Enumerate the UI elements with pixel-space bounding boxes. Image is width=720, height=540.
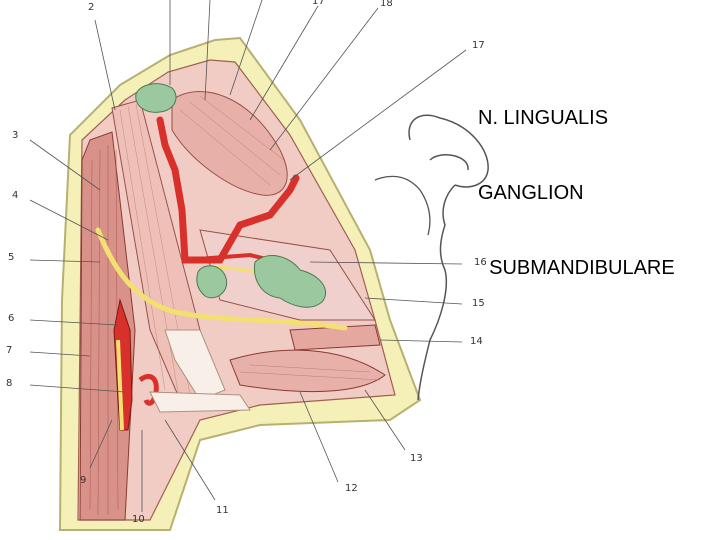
label-12: 12 — [345, 483, 358, 494]
mouth-line — [374, 175, 431, 236]
label-18: 18 — [380, 0, 393, 9]
label-4: 4 — [12, 190, 19, 201]
label-17: 17 — [472, 40, 485, 51]
caption-line-1: N. LINGUALIS — [478, 107, 609, 129]
caption: N. LINGUALIS GANGLION SUBMANDIBULARE — [478, 56, 675, 306]
label-13: 13 — [410, 453, 423, 464]
submandibular-gland — [253, 255, 327, 308]
hypoglossal-nerve — [95, 227, 348, 331]
label-14: 14 — [470, 336, 483, 347]
digastric-muscle — [229, 349, 386, 393]
label-11: 11 — [216, 505, 229, 516]
label-5: 5 — [8, 252, 15, 263]
nerve-vertical — [116, 339, 124, 431]
upper-oval-muscle — [171, 91, 288, 196]
label-9: 9 — [80, 475, 87, 486]
caption-line-2: GANGLION — [478, 182, 584, 204]
label-16: 16 — [474, 257, 487, 268]
parotid-gland — [135, 83, 177, 113]
label-10: 10 — [132, 514, 145, 525]
face-profile — [408, 114, 489, 401]
hyoid-bone — [149, 391, 251, 413]
caption-line-3: SUBMANDIBULARE — [478, 257, 675, 279]
label-2: 2 — [88, 2, 95, 13]
carotid-artery — [113, 298, 133, 431]
label-8: 8 — [6, 378, 13, 389]
submandibular-ganglion — [196, 265, 228, 299]
label-15: 15 — [472, 298, 485, 309]
label-6: 6 — [8, 313, 15, 324]
leader-lines — [29, 0, 467, 512]
label-3: 3 — [12, 130, 19, 141]
label-17-top: 17 — [312, 0, 325, 7]
label-7: 7 — [6, 345, 13, 356]
